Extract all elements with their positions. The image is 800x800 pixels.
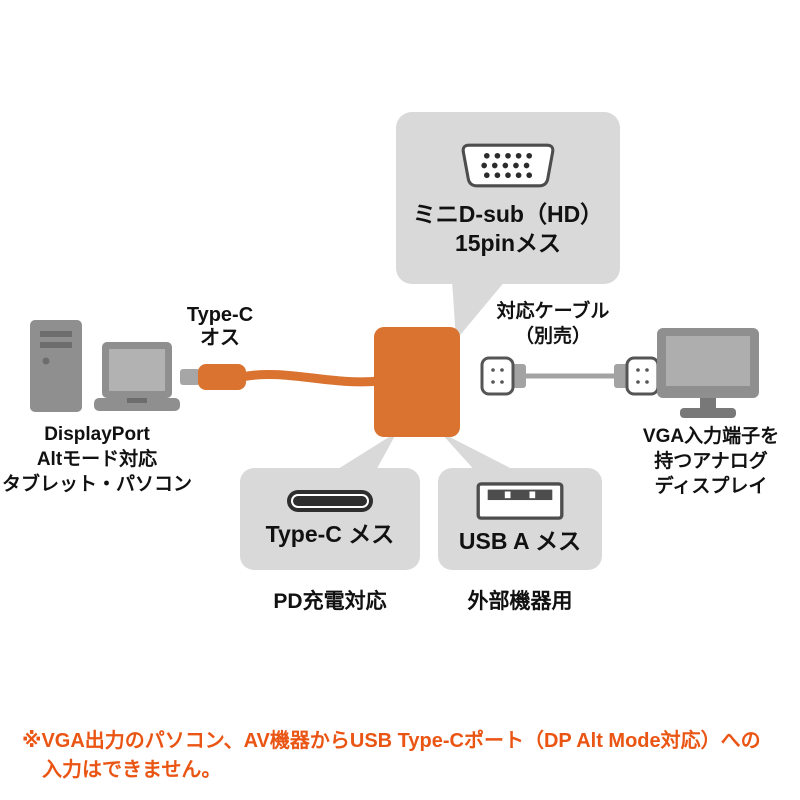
typec-plug-cable-icon: [180, 354, 380, 400]
dsub-label-line1: ミニD-sub（HD）: [412, 201, 604, 227]
typec-female-callout: Type-C メス: [240, 468, 420, 570]
typec-port-icon: [286, 489, 374, 513]
vga-cable-label: 対応ケーブル （別売）: [477, 299, 629, 349]
display-device-line2: 持つアナログ: [654, 451, 768, 472]
usbc-vga-adapter: [374, 327, 460, 437]
warning-line1: ※VGA出力のパソコン、AV機器からUSB Type-Cポート（DP Alt M…: [22, 730, 761, 752]
usb-a-label: USB A メス: [458, 528, 582, 554]
display-device-line1: VGA入力端子を: [642, 426, 780, 447]
display-device-line3: ディスプレイ: [654, 476, 768, 497]
source-device-label: DisplayPort Altモード対応 タブレット・パソコン: [2, 422, 192, 497]
source-device-line2: Altモード対応: [36, 449, 158, 470]
pointer-top: [452, 280, 506, 340]
typec-male-label: Type-C オス: [174, 304, 266, 350]
typec-female-caption: PD充電対応: [273, 590, 387, 613]
monitor-icon: [655, 326, 763, 426]
source-device-line1: DisplayPort: [44, 424, 150, 445]
typec-male-line2: オス: [200, 327, 240, 349]
vga-cable-line1: 対応ケーブル: [496, 301, 610, 322]
dsub-label-line2: 15pinメス: [454, 230, 562, 256]
typec-male-line1: Type-C: [186, 304, 254, 326]
laptop-icon: [92, 340, 182, 416]
usb-a-callout: USB A メス: [438, 468, 602, 570]
dsub-callout: ミニD-sub（HD） 15pinメス: [396, 112, 620, 284]
display-device-label: VGA入力端子を 持つアナログ ディスプレイ: [640, 424, 782, 499]
vga-cable-icon: [480, 352, 660, 400]
usb-a-caption: 外部機器用: [467, 590, 573, 613]
vga-connector-icon: [455, 138, 561, 193]
desktop-pc-icon: [28, 318, 86, 414]
warning-line2: 入力はできません。: [42, 759, 222, 781]
typec-female-label: Type-C メス: [265, 521, 395, 547]
warning-note: ※VGA出力のパソコン、AV機器からUSB Type-Cポート（DP Alt M…: [22, 727, 788, 785]
pointer-bottom-left: [330, 432, 397, 474]
usb-a-port-icon: [475, 482, 565, 520]
vga-cable-line2: （別売）: [514, 326, 591, 347]
source-device-line3: タブレット・パソコン: [2, 474, 193, 495]
pointer-bottom-right: [440, 432, 522, 474]
